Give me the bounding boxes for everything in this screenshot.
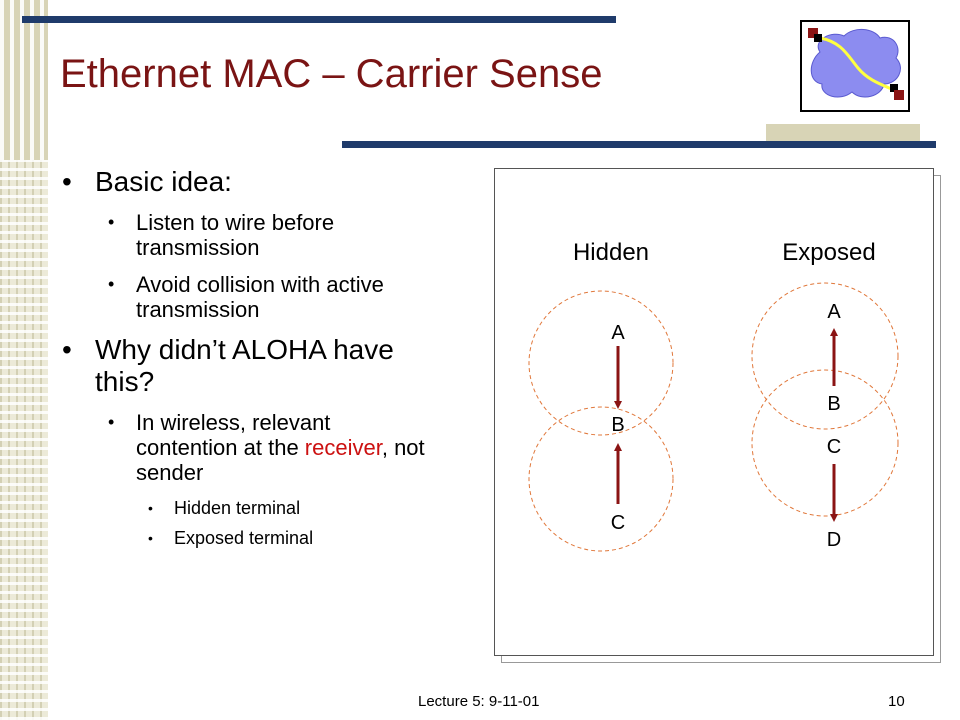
diagram-box	[494, 168, 934, 656]
hidden-node-c: C	[611, 512, 625, 534]
top-rule	[22, 16, 616, 23]
bullet-item: Exposed terminal	[62, 527, 432, 549]
bullet-list: Basic idea: Listen to wire before transm…	[62, 166, 432, 557]
exposed-range-circle-c	[751, 369, 899, 517]
exposed-heading: Exposed	[782, 239, 875, 266]
slide-footer: Lecture 5: 9-11-01	[418, 693, 540, 710]
left-decorative-band-top	[0, 0, 48, 160]
bullet-item: Listen to wire before transmission	[62, 210, 432, 260]
network-cloud-icon	[800, 20, 910, 112]
hidden-range-circle-c	[528, 406, 674, 552]
page-number: 10	[888, 693, 905, 710]
hidden-heading: Hidden	[573, 239, 649, 266]
bullet-text: , not sender	[136, 435, 425, 485]
exposed-node-c: C	[827, 436, 841, 458]
hidden-exposed-diagram: Hidden Exposed A B C A B C D	[528, 239, 899, 552]
exposed-range-circle-b	[751, 282, 899, 430]
bullet-text: In wireless, relevant contention at the	[136, 410, 331, 460]
title-rule	[342, 141, 936, 148]
diagram-frame: Hidden Exposed A B C A B C D	[494, 168, 941, 663]
exposed-node-b: B	[827, 393, 840, 415]
bullet-item: Basic idea:	[62, 166, 432, 198]
bullet-item: Hidden terminal	[62, 497, 432, 519]
hidden-node-b: B	[611, 414, 624, 436]
exposed-node-a: A	[827, 301, 841, 323]
hidden-range-circle-a	[528, 290, 674, 436]
exposed-node-d: D	[827, 529, 841, 551]
bullet-item: Avoid collision with active transmission	[62, 272, 432, 322]
slide-title: Ethernet MAC – Carrier Sense	[60, 52, 603, 96]
bullet-item: Why didn’t ALOHA have this?	[62, 334, 432, 398]
highlight-text: receiver	[304, 435, 382, 460]
hidden-node-a: A	[611, 322, 625, 344]
bullet-item: In wireless, relevant contention at the …	[62, 410, 432, 485]
